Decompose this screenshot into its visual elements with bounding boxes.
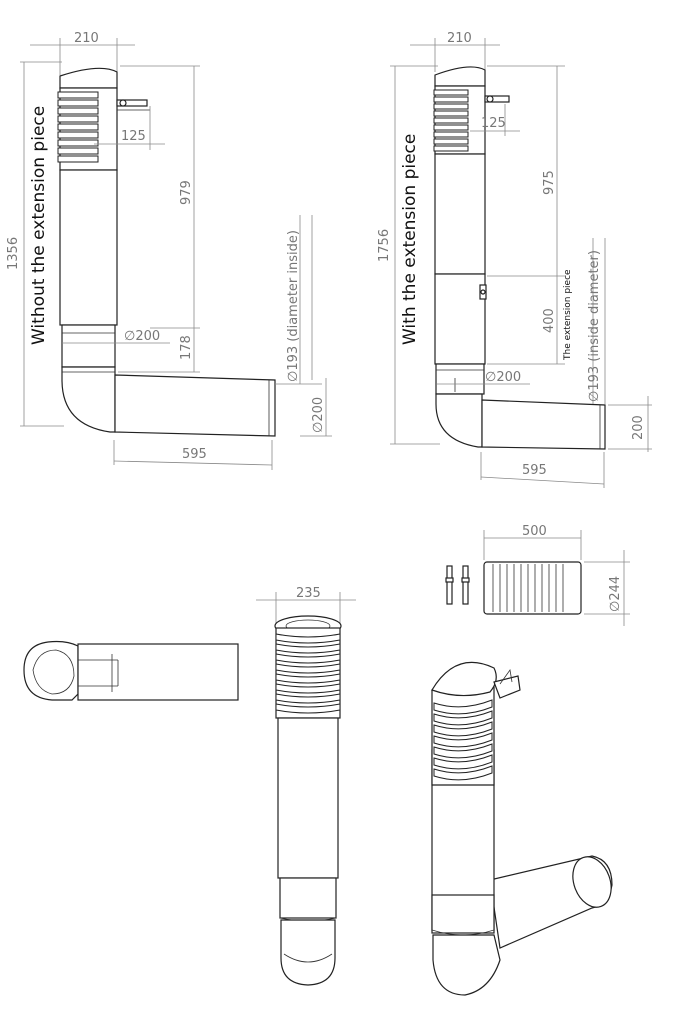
dim-outlet-diameter-2: 200	[631, 415, 646, 440]
dim-bracket-offset: 125	[121, 129, 146, 144]
top-view	[23, 640, 239, 701]
ext-ribs	[492, 564, 564, 612]
dim-ext-length: 500	[522, 524, 547, 539]
isometric-view	[431, 661, 613, 996]
louvres	[57, 91, 99, 163]
louvres-2	[433, 89, 469, 152]
dim-total-height-2: 1756	[377, 229, 392, 262]
front-view: 235	[256, 586, 356, 986]
dim-top-width: 210	[74, 31, 99, 46]
dim-outlet-length: 595	[182, 447, 207, 462]
view-with-extension: With the extension piece 210 125	[377, 31, 652, 488]
view-title-with: With the extension piece	[400, 134, 420, 345]
cap	[59, 67, 118, 89]
dim-front-width: 235	[296, 586, 321, 601]
dim-inner-diameter: ∅193 (diameter inside)	[286, 230, 301, 382]
elbow	[61, 366, 116, 433]
dim-neck-diameter-2: ∅200	[485, 370, 521, 385]
dim-neck-diameter: ∅200	[124, 329, 160, 344]
outlet-pipe	[114, 374, 276, 437]
extension-rods	[445, 565, 470, 605]
dim-ext-diameter: ∅244	[608, 576, 623, 612]
dim-top-width-2: 210	[447, 31, 472, 46]
dim-outlet-diameter: ∅200	[311, 397, 326, 433]
louvres-iso	[433, 699, 493, 781]
dim-lower-height: 178	[179, 335, 194, 360]
dim-upper-height-2: 975	[542, 170, 557, 195]
main-pipe	[59, 169, 118, 326]
extension-segment	[434, 273, 486, 365]
bracket	[116, 99, 150, 111]
dim-upper-height: 979	[179, 180, 194, 205]
view-without-extension: Without the extension piece 210	[6, 31, 332, 470]
view-title-without: Without the extension piece	[29, 106, 49, 345]
dim-ext-height: 400	[542, 308, 557, 333]
louvres-front	[275, 633, 341, 714]
collar	[61, 324, 116, 368]
extension-part: 500 ∅244	[445, 524, 630, 626]
dim-inner-diameter-2: ∅193 (inside diameter)	[587, 250, 602, 402]
dim-total-height: 1356	[6, 237, 21, 270]
dim-bracket-offset-2: 125	[481, 116, 506, 131]
extension-label: The extension piece	[563, 269, 573, 361]
dim-outlet-length-2: 595	[522, 463, 547, 478]
